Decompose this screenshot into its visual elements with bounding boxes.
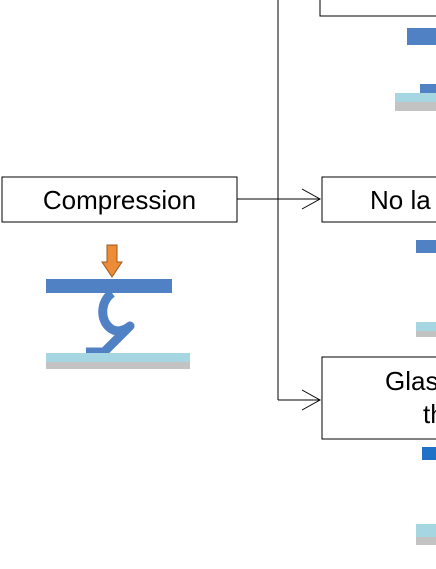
bottom-beam-fragment [422,447,436,460]
no-lateral-box [321,176,436,223]
top-beam [46,279,172,293]
top-substrate-top [395,93,436,102]
glass-label-line2: th [423,399,436,429]
top-beam-fragment [407,28,436,45]
compression-label: Compression [43,185,196,215]
glass-label-line1: Glas [385,366,436,396]
compression-illustration [46,244,190,369]
top-box [319,0,436,17]
no-lateral-label: No la [370,185,431,215]
bottom-substrate-bottom [416,537,436,545]
mid-substrate-top [416,322,436,331]
bottom-substrate-top [416,524,436,537]
top-fiber-fragment [420,84,436,93]
glass-box [321,356,436,440]
arrowhead-icon [301,188,322,210]
arrowhead-icon [301,389,322,411]
down-arrow-icon [101,244,123,278]
substrate-top [46,353,190,362]
top-substrate-bottom [395,102,436,111]
substrate-bottom [46,362,190,369]
mid-substrate-bottom [416,331,436,337]
mid-beam-fragment [416,240,436,253]
hooked-fiber-icon [86,289,135,357]
